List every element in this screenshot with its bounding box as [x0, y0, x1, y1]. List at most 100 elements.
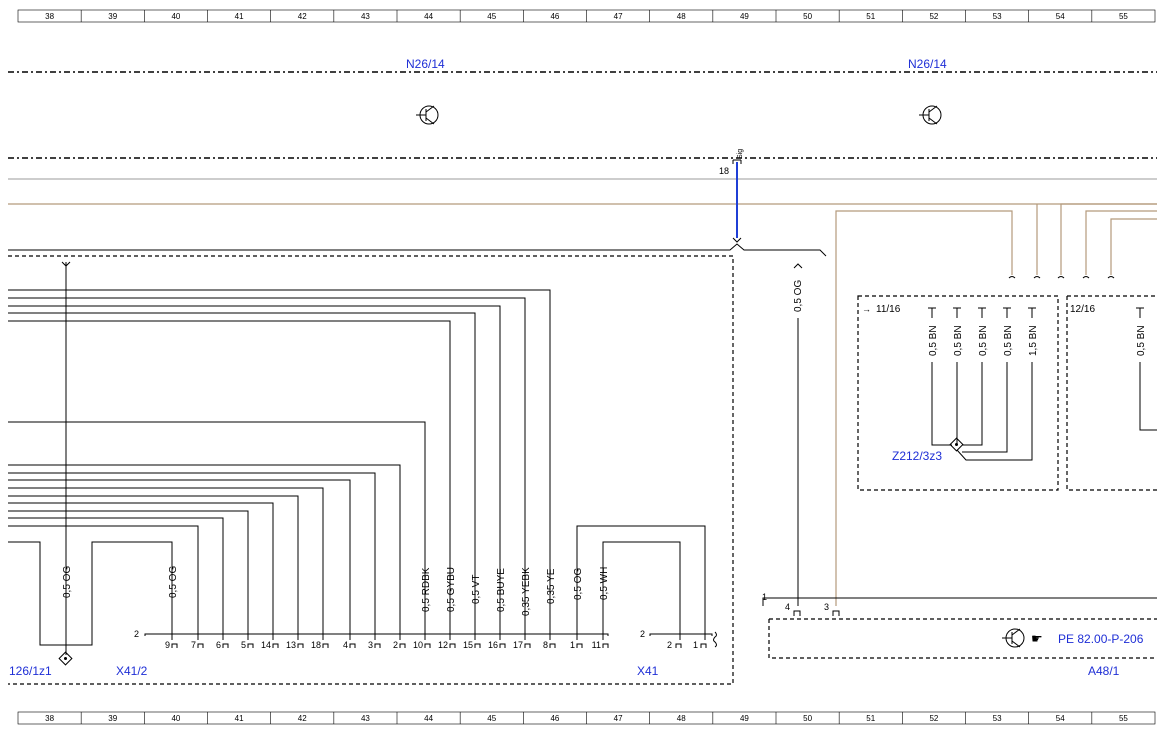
- x41-2-pin: 3: [368, 640, 373, 650]
- terminal-icon: [1003, 307, 1011, 318]
- x41-pin: 2: [667, 640, 672, 650]
- grid-column-number: 53: [993, 12, 1002, 21]
- x41-2-pin: 12: [438, 640, 448, 650]
- wire-buye: 0,5 BUYE: [496, 568, 507, 612]
- x41-2-pin: 7: [191, 640, 196, 650]
- pin-socket-icon: [602, 643, 609, 648]
- wire-og2: 0,5 OG: [573, 568, 584, 600]
- wire-og-main: 0,5 OG: [793, 280, 804, 312]
- grid-column-number: 40: [171, 714, 180, 723]
- pin-socket-icon: [247, 643, 254, 648]
- grid-column-number: 55: [1119, 714, 1128, 723]
- grid-column-number: 38: [45, 12, 54, 21]
- x41-count: 2: [640, 629, 645, 639]
- x41-2-label: X41/2: [116, 664, 148, 678]
- og-main-wire: 0,5 OG: [793, 263, 804, 606]
- sig-pin-label: 18: [719, 166, 729, 176]
- splice-left-label: 126/1z1: [9, 664, 52, 678]
- pin-socket-icon: [349, 643, 356, 648]
- x41-label: X41: [637, 664, 659, 678]
- grid-column-number: 49: [740, 714, 749, 723]
- sig-connection: Sig 18: [719, 149, 744, 243]
- pin-socket-icon: [399, 643, 406, 648]
- wire-ye: 0,35 YE: [546, 568, 557, 604]
- wire-bn2: 0,5 BN: [953, 325, 964, 356]
- pin-socket-icon: [374, 643, 381, 648]
- grid-column-number: 47: [614, 714, 623, 723]
- grid-column-number: 42: [298, 714, 307, 723]
- grid-column-number: 41: [235, 12, 244, 21]
- pin-socket-icon: [222, 643, 229, 648]
- transistor-icon: [1002, 628, 1025, 648]
- grid-column-number: 48: [677, 714, 686, 723]
- grid-column-number: 39: [108, 714, 117, 723]
- transistor-icon: [919, 105, 942, 125]
- n26-left-label: N26/14: [406, 57, 445, 71]
- brown-harness: [835, 203, 1157, 606]
- grid-column-number: 43: [361, 12, 370, 21]
- grid-column-number: 51: [866, 714, 875, 723]
- grid-column-number: 46: [550, 12, 559, 21]
- grid-column-number: 54: [1056, 714, 1065, 723]
- x41-pin: 1: [693, 640, 698, 650]
- terminal-icon: [1028, 307, 1036, 318]
- wire-bn4: 0,5 BN: [1003, 325, 1014, 356]
- x41-2-pin: 18: [311, 640, 321, 650]
- left-control-unit-box: [8, 255, 734, 685]
- resistor-icon: [713, 631, 717, 648]
- x41-2-pin: 15: [463, 640, 473, 650]
- grid-column-number: 52: [929, 12, 938, 21]
- grid-column-number: 38: [45, 714, 54, 723]
- arrow-icon: →: [862, 304, 871, 314]
- x41-2-pin: 2: [393, 640, 398, 650]
- conn-b-label: 12/16: [1070, 304, 1095, 315]
- grid-column-number: 44: [424, 714, 433, 723]
- grid-column-number: 47: [614, 12, 623, 21]
- grid-column-number: 49: [740, 12, 749, 21]
- terminal-icon: [953, 307, 961, 318]
- x41-2-pin: 6: [216, 640, 221, 650]
- n26-right-label: N26/14: [908, 57, 947, 71]
- x41-2-pin: 10: [413, 640, 423, 650]
- terminal-icon: [928, 307, 936, 318]
- pin-socket-icon: [576, 643, 583, 648]
- grid-column-number: 46: [550, 714, 559, 723]
- terminal-icon: [1136, 307, 1144, 318]
- pin-socket-icon: [524, 643, 531, 648]
- terminal-icon: [978, 307, 986, 318]
- x41-2-count: 2: [134, 629, 139, 639]
- grid-column-number: 44: [424, 12, 433, 21]
- grid-column-number: 50: [803, 714, 812, 723]
- a48-1-module: 1 4 3 ☛ PE 82.00-P-206: [762, 592, 1157, 659]
- harness-lines: [8, 261, 706, 655]
- splice-icon: [58, 651, 73, 666]
- x41-2-pin: 1: [570, 640, 575, 650]
- x41-2-pin: 13: [286, 640, 296, 650]
- x41-2-pin: 14: [261, 640, 271, 650]
- a48-pin-3: 3: [824, 602, 829, 612]
- transistor-icon: [416, 105, 439, 125]
- x41-connector: 2 2 1: [640, 629, 717, 650]
- grid-column-number: 48: [677, 12, 686, 21]
- grid-column-number: 53: [993, 714, 1002, 723]
- reference-link[interactable]: PE 82.00-P-206: [1058, 632, 1144, 646]
- pin-socket-icon: [272, 643, 279, 648]
- connector-ticks: [1008, 276, 1115, 279]
- pin-socket-icon: [549, 643, 556, 648]
- a48-count: 1: [762, 592, 767, 602]
- conn-a-label: 11/16: [876, 304, 901, 315]
- grid-column-number: 41: [235, 714, 244, 723]
- splice-icon: [949, 437, 964, 452]
- wire-wh: 0,5 WH: [599, 567, 610, 600]
- wire-og-left: 0,5 OG: [62, 566, 73, 598]
- pin-socket-icon: [322, 643, 329, 648]
- wire-gybu: 0,5 GYBU: [446, 567, 457, 612]
- x41-2-pin: 16: [488, 640, 498, 650]
- wire-bn1: 0,5 BN: [928, 325, 939, 356]
- x41-2-pin: 17: [513, 640, 523, 650]
- grid-column-number: 43: [361, 714, 370, 723]
